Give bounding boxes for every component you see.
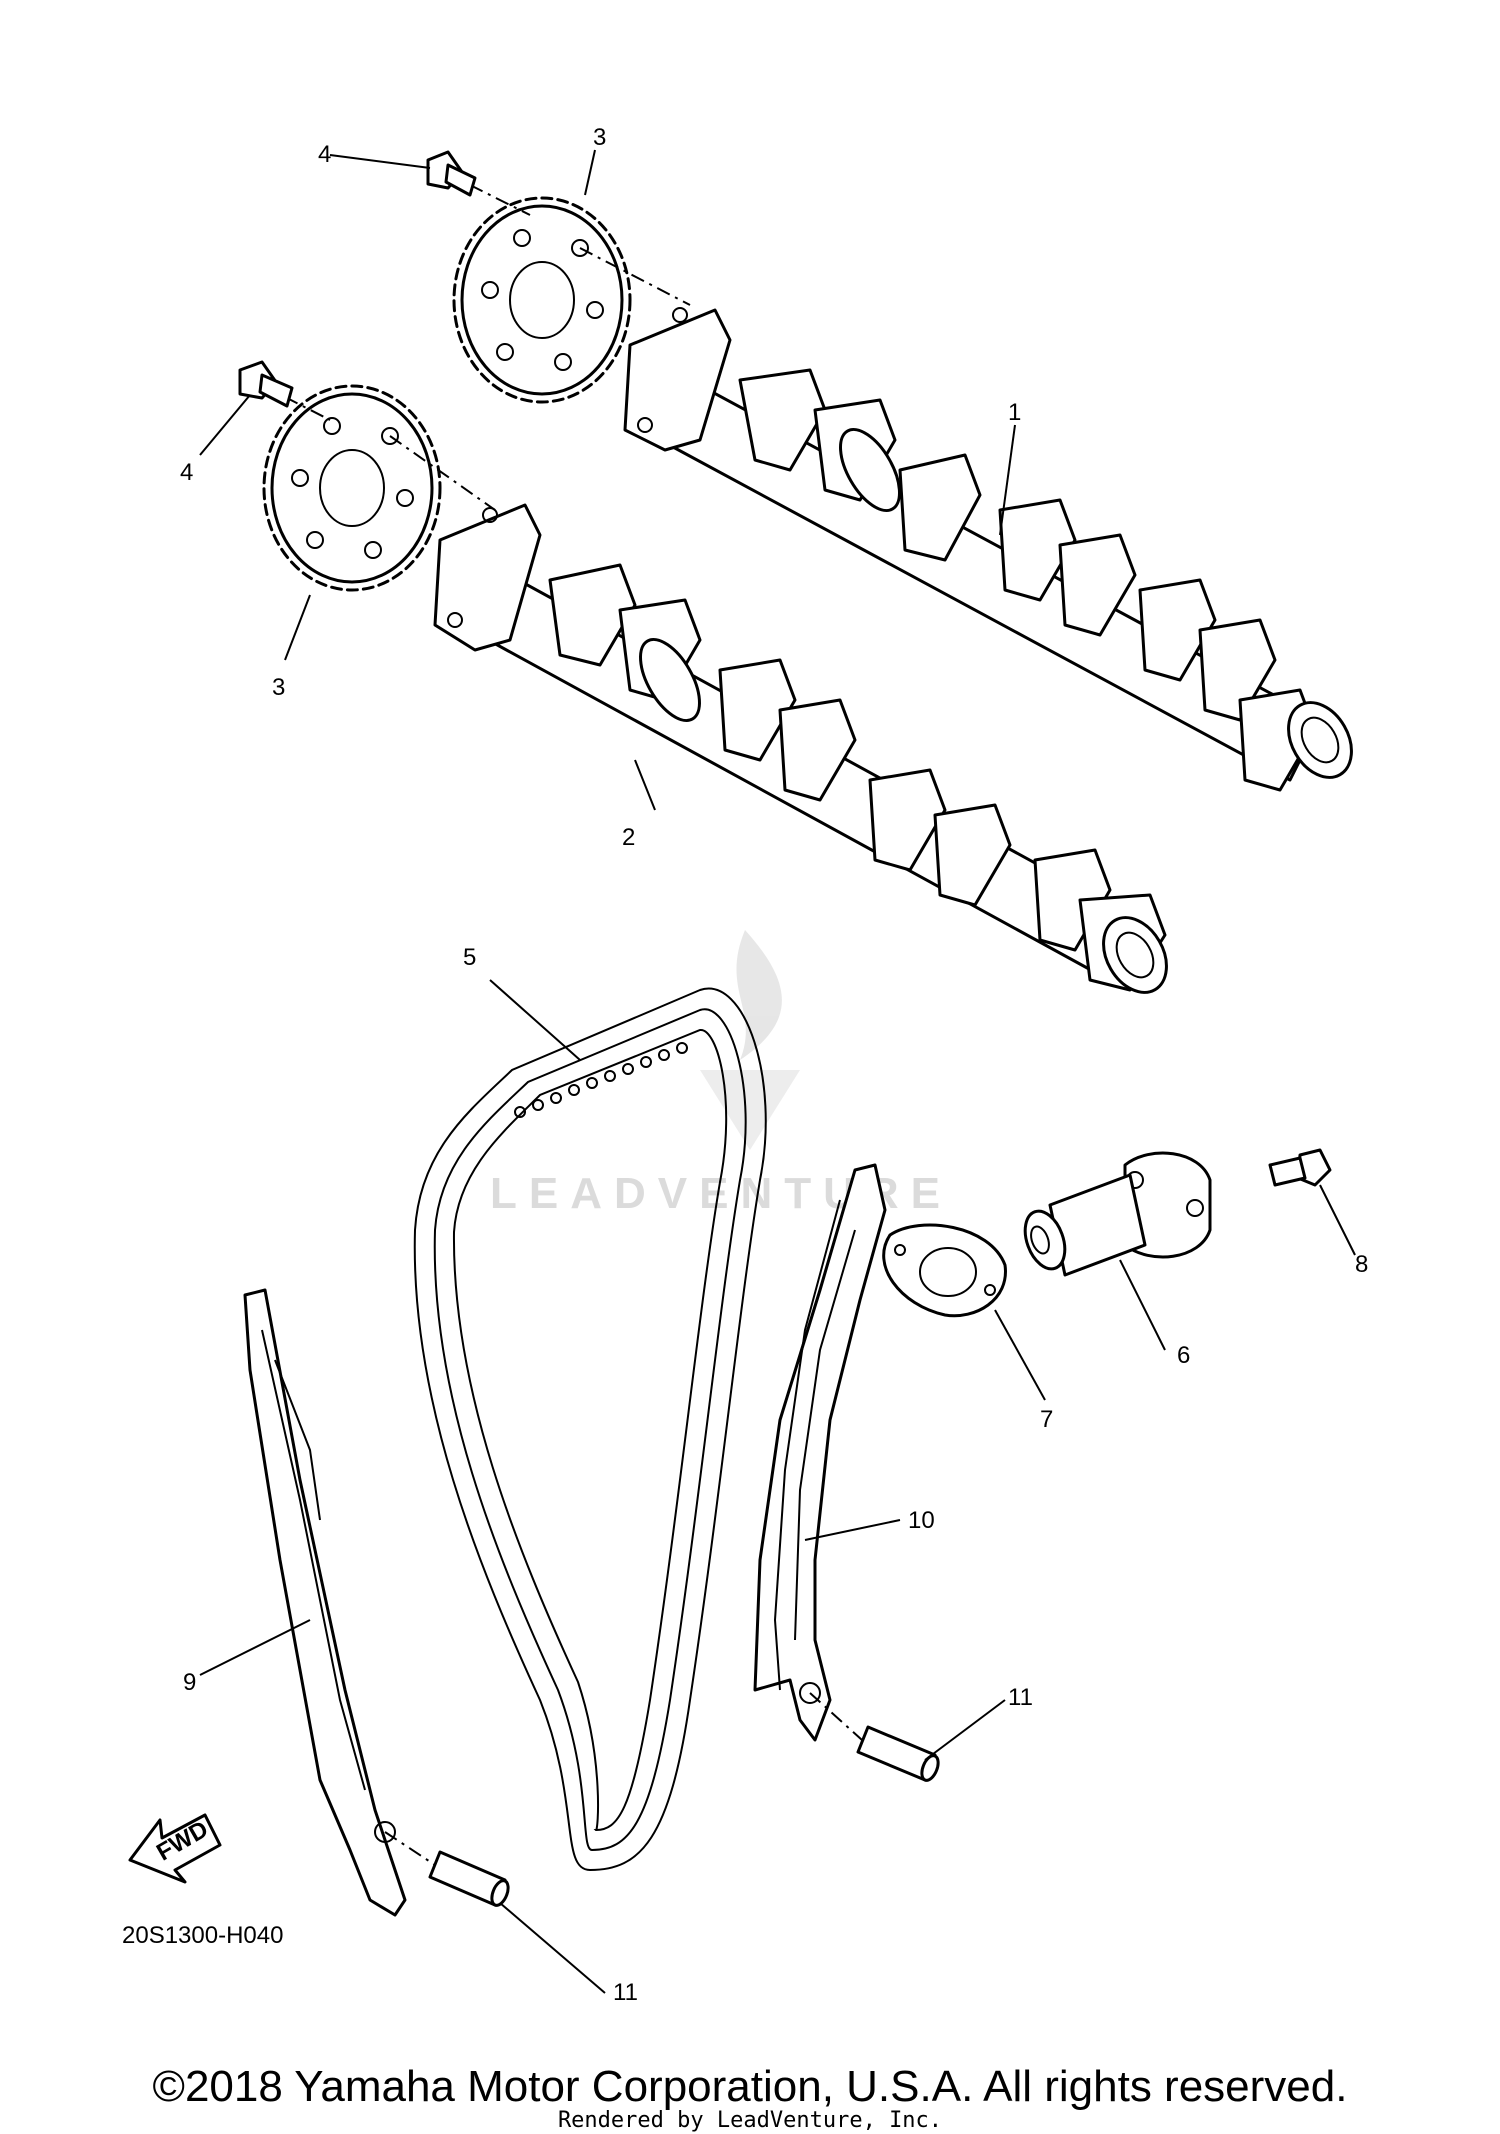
timing-chain[interactable] xyxy=(413,987,767,1872)
sprocket-upper[interactable] xyxy=(452,196,632,404)
alignment-line-pin-left xyxy=(384,1831,436,1866)
callout-4-lower: 4 xyxy=(180,459,193,486)
leader-lines xyxy=(199,149,1356,1994)
callout-1: 1 xyxy=(1008,399,1021,426)
tensioner-gasket[interactable] xyxy=(882,1223,1007,1318)
callout-4-upper: 4 xyxy=(318,141,331,168)
alignment-line-lower xyxy=(389,435,496,511)
alignment-line-upper xyxy=(579,247,691,306)
alignment-line-bolt-lower xyxy=(284,396,331,421)
callout-6: 6 xyxy=(1177,1342,1190,1369)
callout-5: 5 xyxy=(463,944,476,971)
callout-3-lower: 3 xyxy=(272,674,285,701)
callout-7: 7 xyxy=(1040,1406,1053,1433)
callout-10: 10 xyxy=(908,1507,935,1534)
alignment-line-pin-right xyxy=(809,1692,863,1741)
sprocket-lower[interactable] xyxy=(262,384,442,592)
fwd-arrow-icon: FWD xyxy=(128,1813,222,1884)
callout-3-upper: 3 xyxy=(593,124,606,151)
callouts: 1 2 3 3 4 4 5 6 7 8 9 10 11 11 xyxy=(180,124,1368,2006)
dowel-pin-right[interactable] xyxy=(856,1725,941,1783)
callout-8: 8 xyxy=(1355,1251,1368,1278)
callout-11-right: 11 xyxy=(1008,1684,1033,1711)
callout-11-left: 11 xyxy=(613,1979,638,2006)
camshaft-lower[interactable] xyxy=(433,503,1179,1004)
alignment-line-bolt-upper xyxy=(469,184,531,216)
callout-2: 2 xyxy=(622,824,635,851)
camshaft-upper[interactable] xyxy=(623,307,1364,792)
copyright-notice: ©2018 Yamaha Motor Corporation, U.S.A. A… xyxy=(152,2062,1348,2111)
chain-guide-right[interactable] xyxy=(753,1163,887,1742)
chain-guide-left[interactable] xyxy=(243,1288,407,1917)
chain-links xyxy=(514,1042,688,1118)
bolt-lower[interactable] xyxy=(238,360,294,408)
chain-tensioner[interactable] xyxy=(1018,1151,1212,1277)
rendered-by-credit: Rendered by LeadVenture, Inc. xyxy=(557,2108,943,2133)
dowel-pin-left[interactable] xyxy=(428,1850,511,1908)
tensioner-bolt[interactable] xyxy=(1268,1148,1332,1187)
callout-9: 9 xyxy=(183,1669,196,1696)
bolt-upper[interactable] xyxy=(426,150,477,197)
diagram-code: 20S1300-H040 xyxy=(122,1922,283,1949)
